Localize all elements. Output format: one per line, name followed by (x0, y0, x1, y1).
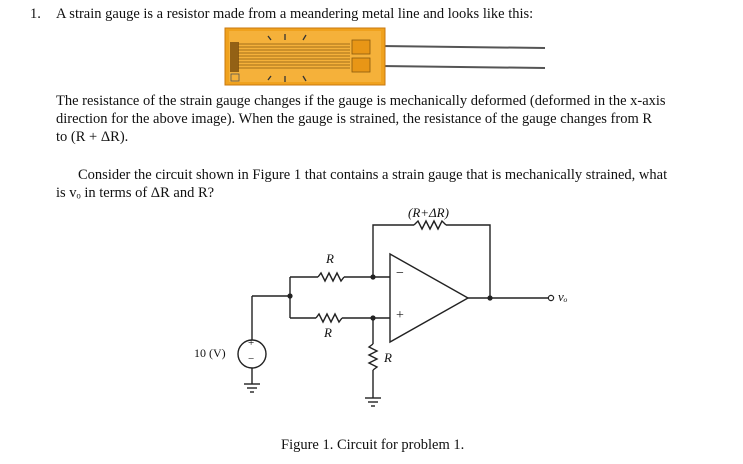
resistor-r-mid (315, 312, 343, 324)
resistor-r-top-label: R (326, 251, 334, 266)
question-intro: A strain gauge is a resistor made from a… (56, 6, 534, 22)
resistor-r-shunt (367, 343, 379, 371)
opamp-noninverting-sign: + (396, 308, 404, 323)
resistor-r-top (317, 271, 345, 283)
figure-caption: Figure 1. Circuit for problem 1. (281, 437, 465, 453)
node-dot (370, 315, 376, 321)
output-terminal (547, 294, 555, 302)
paragraph-2: Consider the circuit shown in Figure 1 t… (56, 166, 667, 202)
paragraph-1: The resistance of the strain gauge chang… (56, 92, 666, 146)
resistor-r-mid-label: R (324, 325, 332, 340)
opamp-inverting-sign: − (396, 266, 404, 281)
paragraph-1-line: The resistance of the strain gauge chang… (56, 93, 666, 109)
source-plus-sign: + (248, 337, 255, 349)
source-voltage-label: 10 (V) (194, 346, 226, 360)
node-dot (370, 274, 376, 280)
paragraph-1-line: to (R + ΔR). (56, 129, 129, 145)
node-dot (487, 295, 493, 301)
output-voltage-label: vₒ (558, 289, 568, 304)
op-amp (389, 252, 470, 344)
feedback-resistor (413, 219, 447, 231)
feedback-resistor-label: (R+ΔR) (408, 205, 449, 220)
resistor-r-shunt-label: R (384, 350, 392, 365)
ground-symbol-right (365, 397, 381, 407)
paragraph-2-line: is vₒ in terms of ΔR and R? (56, 185, 215, 201)
paragraph-2-line: Consider the circuit shown in Figure 1 t… (78, 167, 668, 183)
question-number: 1. (30, 6, 41, 22)
paragraph-1-line: direction for the above image). When the… (56, 111, 653, 127)
ground-symbol-left (244, 378, 260, 393)
node-dot (287, 293, 293, 299)
source-minus-sign: − (248, 353, 255, 365)
